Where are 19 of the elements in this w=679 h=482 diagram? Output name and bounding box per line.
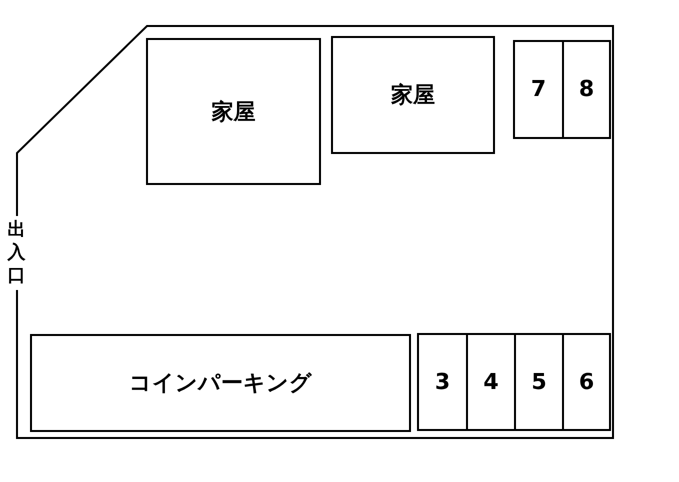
building-label: 家屋: [391, 82, 435, 110]
parking-space: [417, 333, 468, 431]
space-number: 5: [531, 370, 547, 394]
space-number: 3: [434, 370, 450, 394]
parking-lot-box: [30, 334, 411, 432]
space-number: 6: [578, 370, 594, 394]
entrance-label: 出入口: [7, 218, 26, 287]
space-number: 7: [530, 77, 546, 102]
parking-space: [466, 333, 516, 431]
house-box: [331, 36, 495, 154]
parking-space: [513, 40, 564, 139]
house-box: [146, 38, 321, 185]
building-label: コインパーキング: [129, 370, 312, 398]
parking-space: [562, 40, 611, 139]
parking-space: [514, 333, 564, 431]
space-number: 4: [483, 370, 499, 394]
space-number: 8: [578, 77, 594, 102]
parking-space: [562, 333, 611, 431]
building-label: 家屋: [212, 98, 256, 126]
